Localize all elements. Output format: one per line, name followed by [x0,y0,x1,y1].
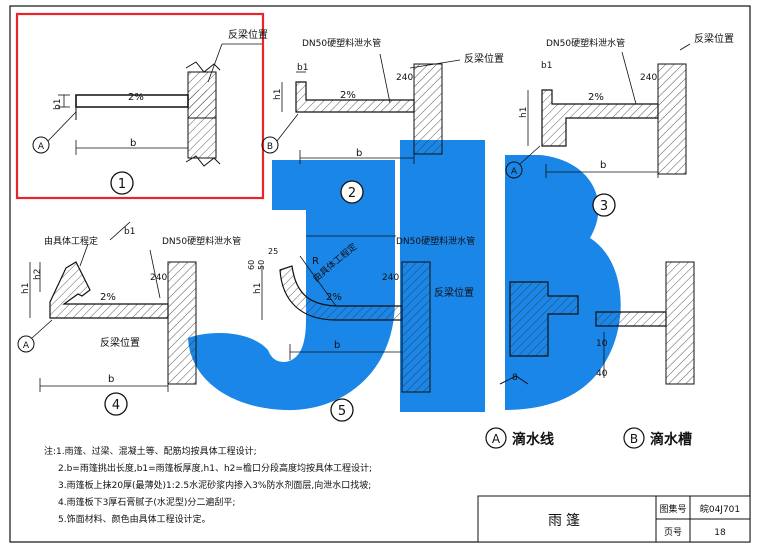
pipe-label: DN50硬塑料泄水管 [546,37,625,49]
sheet-title: 雨篷 [548,513,584,529]
page-value: 18 [714,528,726,538]
pipe-label: DN50硬塑料泄水管 [162,235,241,247]
beam-label: 反梁位置 [434,286,474,299]
dim-h1: h1 [273,89,283,100]
beam-label: 反梁位置 [100,336,140,349]
dim-b1: b1 [297,63,308,73]
detail-a: A 滴水线 8 [485,281,579,449]
slope-label: 2% [588,92,604,103]
diagram-3: 3 DN50硬塑料泄水管 反梁位置 2% b b1 h1 240 A [505,32,734,217]
detail-b-label: B [630,432,638,446]
dim-b: b [108,374,114,385]
dim-240: 240 [396,73,413,83]
diagram-4-number: 4 [112,398,120,413]
diagram-4: 4 DN50硬塑料泄水管 由具体工程定 反梁位置 2% b b1 h1 h2 2… [17,221,241,416]
diagram-1-number: 1 [118,177,126,192]
beam-label: 反梁位置 [228,28,268,41]
dim-b: b [334,340,340,351]
dim-b1: b1 [541,61,552,71]
notes: 注:1.雨篷、过梁、混凝土等、配筋均按具体工程设计; 2.b=雨篷挑出长度,b1… [44,445,372,525]
dim-240: 240 [150,273,167,283]
note-line: 3.雨篷板上抹20厚(最薄处)1:2.5水泥砂浆内掺入3%防水剂面层,向泄水口找… [58,479,371,491]
title-block: 雨篷 图集号 皖04J701 页号 18 [477,495,751,543]
dim-b: b [356,148,362,159]
slope-label: 2% [326,292,342,303]
diagram-5: 5 DN50硬塑料泄水管 由具体工程定 反梁位置 2% b h1 240 R 2… [247,235,475,422]
note-line: 4.雨篷板下3厚石膏腻子(水泥型)分二遍刮平; [58,496,235,508]
drip-marker: A [38,142,45,152]
pipe-label: DN50硬塑料泄水管 [396,235,475,247]
diagram-5-number: 5 [338,404,346,419]
dim-240: 240 [382,273,399,283]
note-line: 5.饰面材料、颜色由具体工程设计定。 [58,513,211,525]
dim-h2: h2 [33,269,43,280]
dim-b1: b1 [53,99,63,110]
highlight-box [15,12,265,200]
pipe-label: DN50硬塑料泄水管 [302,37,381,49]
dim-h1: h1 [519,107,529,118]
detail-a-title: 滴水线 [512,431,554,448]
sheet-border [9,5,751,543]
slope-label: 2% [100,292,116,303]
dim-40: 40 [596,369,608,379]
note-line: 注:1.雨篷、过梁、混凝土等、配筋均按具体工程设计; [44,445,257,457]
slope-label: 2% [128,92,144,103]
dim-b: b [130,138,136,149]
dim-10: 10 [596,339,608,349]
atlas-label: 图集号 [659,503,686,515]
beam-label: 反梁位置 [694,32,734,45]
page-label: 页号 [664,527,682,538]
detail-a-label: A [492,432,501,446]
note-line: 2.b=雨篷挑出长度,b1=雨篷板厚度,h1、h2=檐口分段高度均按具体工程设计… [58,462,372,474]
dim-25: 25 [268,247,278,256]
drip-marker: A [511,167,518,177]
beam-label: 反梁位置 [464,52,504,65]
diagram-1: 1 反梁位置 2% b b1 A [15,12,268,200]
detail-b-title: 滴水槽 [650,431,692,448]
diagram-3-number: 3 [600,199,608,214]
radius-label: R [312,256,319,267]
dim-h1: h1 [253,283,263,294]
atlas-value: 皖04J701 [700,503,740,515]
dim-8: 8 [512,373,518,383]
slope-label: 2% [340,90,356,101]
dim-240: 240 [640,73,657,83]
diagram-2-number: 2 [348,186,356,201]
spec-label: 由具体工程定 [44,235,98,247]
drip-marker: B [267,142,273,152]
drip-marker: A [23,341,30,351]
dim-60: 60 [247,260,256,270]
diagram-2: 2 DN50硬塑料泄水管 反梁位置 2% b b1 h1 240 B [261,37,504,204]
dim-50: 50 [257,260,266,270]
dim-h1: h1 [21,283,31,294]
dim-b1: b1 [124,227,135,237]
dim-b: b [600,160,606,171]
detail-b: B 滴水槽 10 40 [595,261,695,449]
